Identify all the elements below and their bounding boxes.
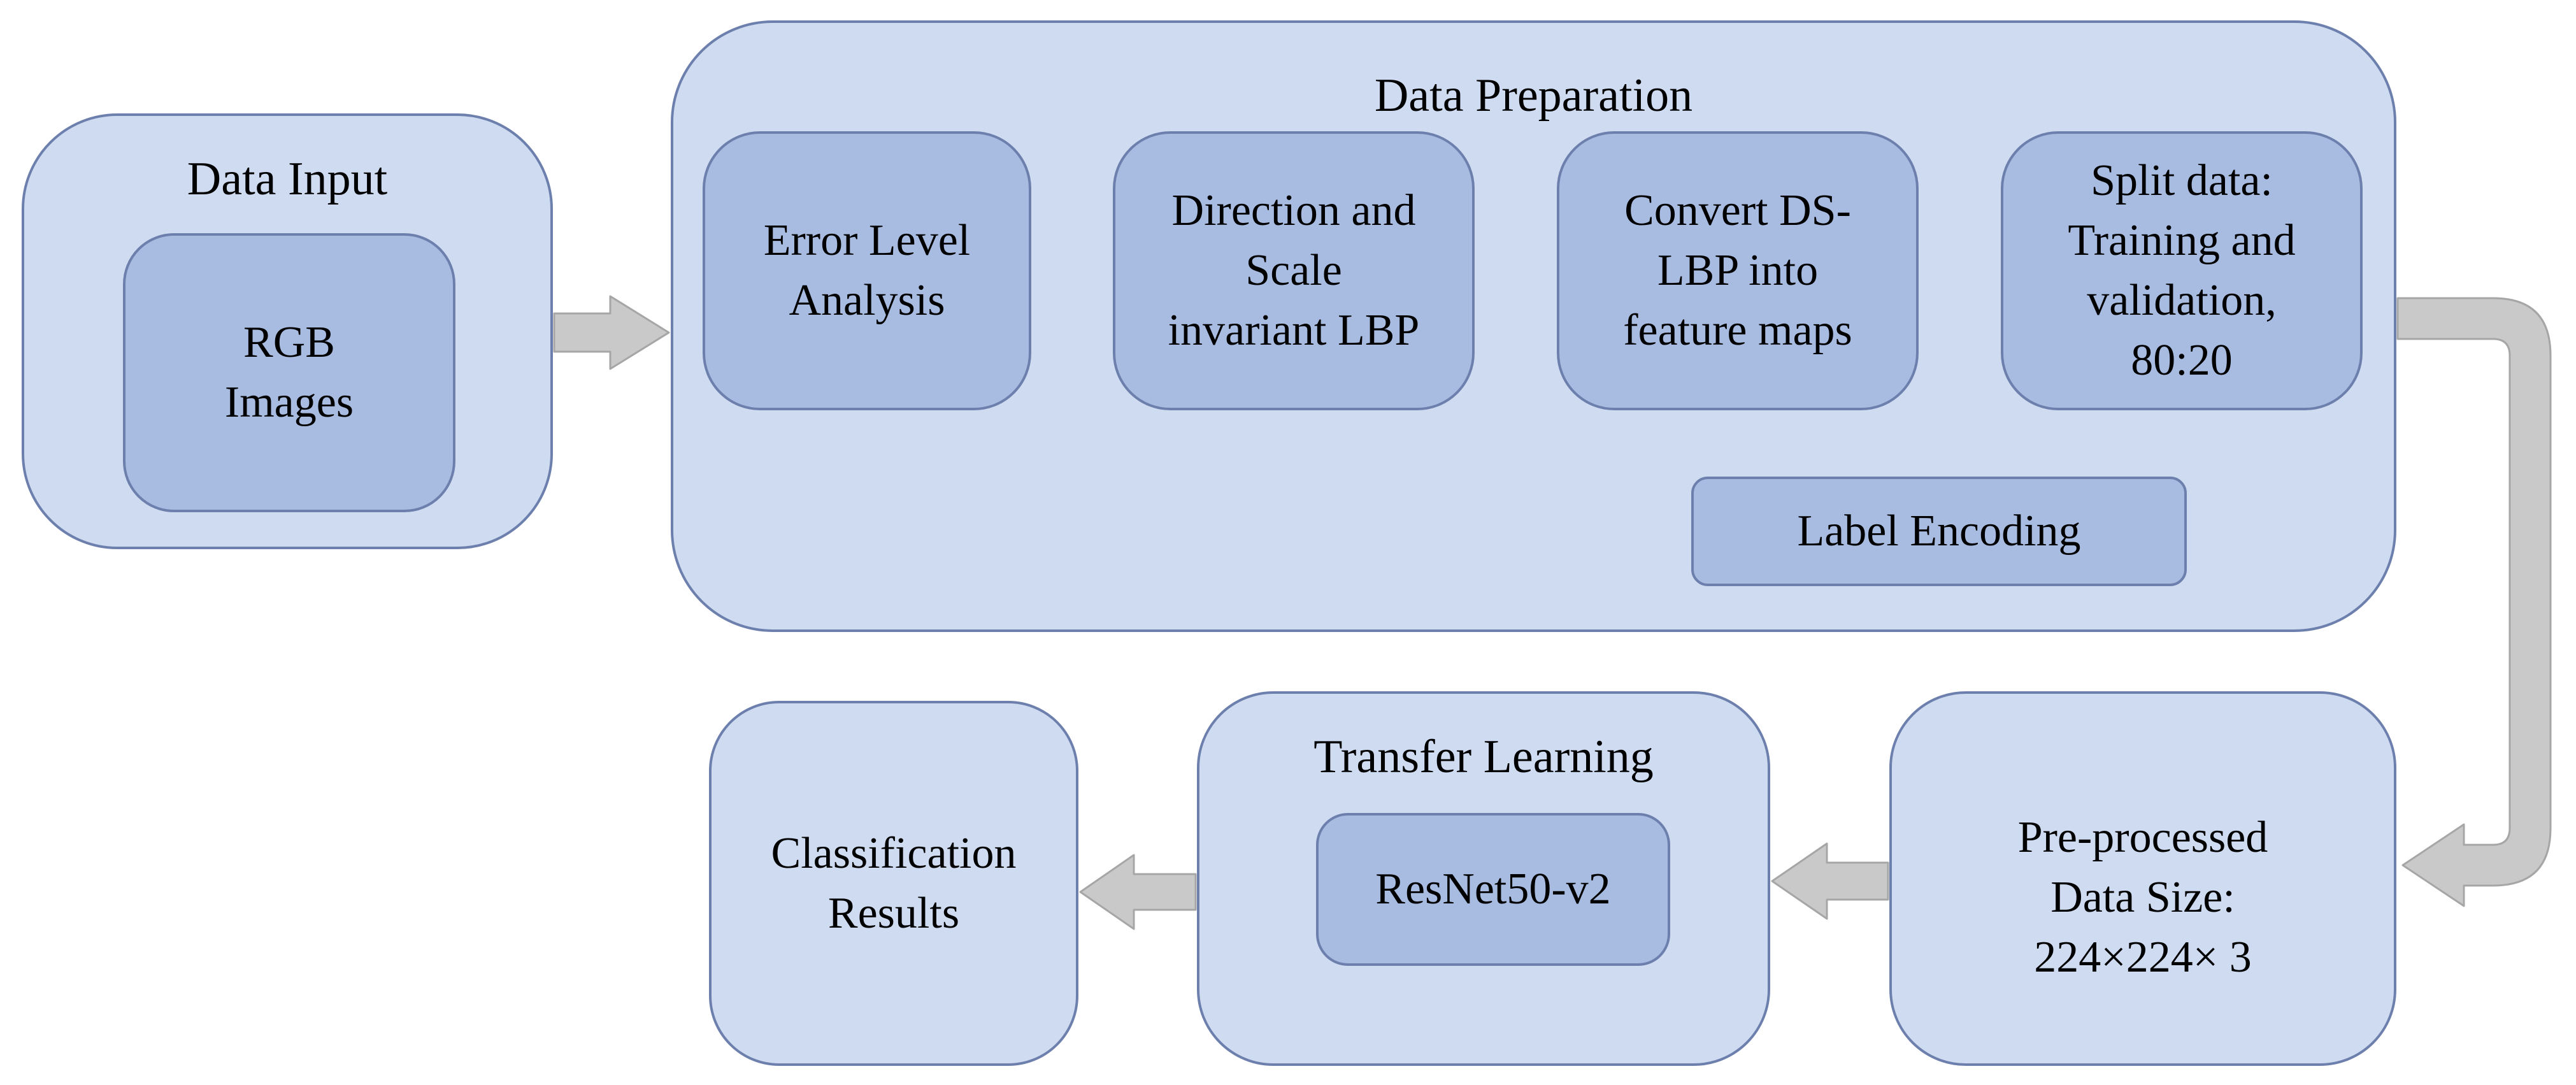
split-data-box: Split data: Training and validation, 80:…	[2001, 131, 2363, 410]
data-preparation-title: Data Preparation	[1374, 69, 1693, 122]
error-level-analysis-box: Error Level Analysis	[703, 131, 1031, 410]
rgb-images-box: RGB Images	[123, 233, 455, 512]
label-encoding-label: Label Encoding	[1797, 507, 2081, 556]
preprocessed-data-box: Pre-processed Data Size: 224×224× 3	[1889, 691, 2396, 1066]
resnet50-v2-label: ResNet50-v2	[1375, 865, 1611, 914]
rgb-images-label: RGB Images	[224, 318, 354, 427]
ds-lbp-box: Direction and Scale invariant LBP	[1113, 131, 1475, 410]
label-encoding-box: Label Encoding	[1691, 477, 2187, 586]
preprocessed-to-transfer-block-arrow	[1771, 842, 1889, 920]
transfer-learning-title: Transfer Learning	[1313, 731, 1654, 783]
data-input-title: Data Input	[187, 153, 388, 205]
classification-results-box: Classification Results	[709, 701, 1078, 1066]
convert-feature-maps-box: Convert DS- LBP into feature maps	[1557, 131, 1919, 410]
preparation-to-preprocessed-block-arrow	[2396, 297, 2552, 907]
input-to-preparation-block-arrow	[553, 295, 670, 370]
resnet50-v2-box: ResNet50-v2	[1316, 813, 1670, 966]
transfer-to-classification-block-arrow	[1079, 854, 1197, 930]
transfer-learning-panel: Transfer Learning	[1197, 691, 1770, 1066]
